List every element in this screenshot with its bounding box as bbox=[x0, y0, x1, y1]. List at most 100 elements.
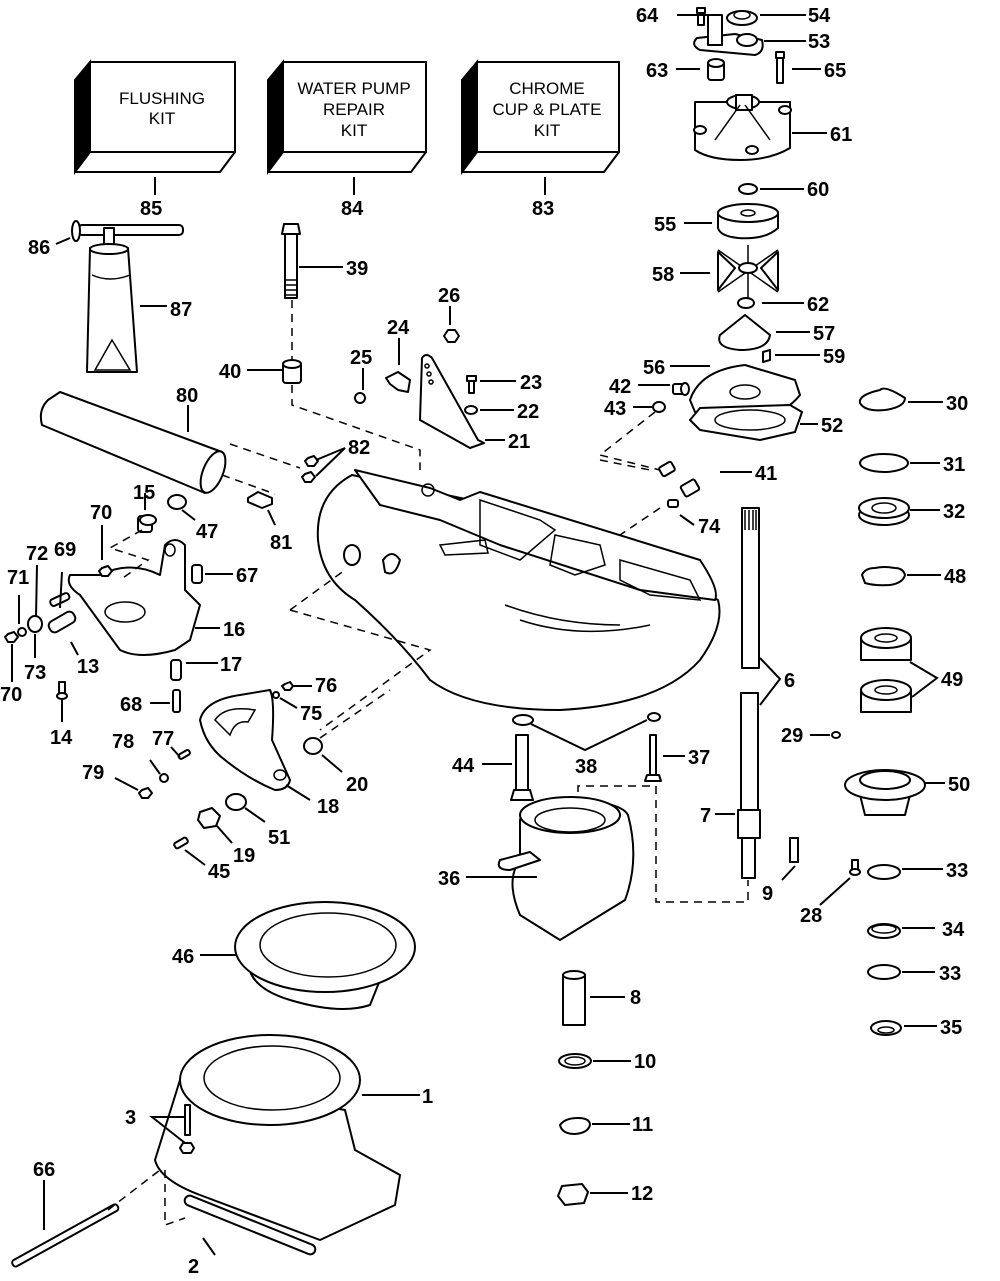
gasket-52-part bbox=[689, 404, 803, 441]
intake-1-part bbox=[154, 1034, 401, 1241]
callout-9: 9 bbox=[762, 883, 773, 905]
bolt-37-part bbox=[644, 734, 662, 782]
nut-19-part bbox=[197, 807, 221, 829]
callout-26: 26 bbox=[438, 285, 460, 307]
callout-57: 57 bbox=[813, 323, 835, 345]
kit-label-line: KIT bbox=[341, 121, 367, 140]
nozzle-46-part bbox=[234, 901, 416, 1010]
retaining-ring-33-part bbox=[867, 864, 901, 880]
nut-26-part bbox=[443, 329, 460, 343]
screw-65-part bbox=[775, 51, 785, 84]
bushing-15-part bbox=[137, 514, 157, 533]
callout-72: 72 bbox=[26, 543, 48, 565]
callout-46: 46 bbox=[172, 946, 194, 968]
o-ring-62-part bbox=[737, 297, 755, 309]
nut-12-part bbox=[557, 1183, 589, 1206]
callout-34: 34 bbox=[942, 919, 965, 941]
callout-48: 48 bbox=[944, 566, 966, 588]
washer-22-part bbox=[464, 405, 478, 415]
washers-38-part bbox=[512, 712, 661, 726]
callout-6: 6 bbox=[784, 670, 795, 692]
callout-86: 86 bbox=[28, 237, 50, 259]
callout-30: 30 bbox=[946, 393, 968, 415]
studs-3-part bbox=[179, 1104, 195, 1154]
kit-box-chrome-cup: CHROME CUP & PLATE KIT bbox=[461, 59, 620, 175]
grommet-54-part bbox=[726, 10, 758, 26]
screw-45-part bbox=[173, 836, 189, 850]
bushing-20-part bbox=[303, 737, 323, 755]
screw-25-part bbox=[354, 392, 366, 404]
callout-38: 38 bbox=[575, 756, 597, 778]
bolt-44-part bbox=[510, 734, 534, 801]
screw-23-part bbox=[466, 375, 477, 394]
kit-box-flushing: FLUSHING KIT bbox=[74, 59, 236, 175]
fitting-42-part bbox=[672, 382, 690, 396]
callout-14: 14 bbox=[50, 727, 73, 749]
nut-79-part bbox=[138, 787, 153, 799]
callout-77: 77 bbox=[152, 728, 174, 750]
callout-78: 78 bbox=[112, 731, 134, 753]
callout-70: 70 bbox=[90, 502, 112, 524]
callout-84: 84 bbox=[341, 198, 364, 220]
retaining-ring-30-part bbox=[858, 387, 906, 412]
callout-74: 74 bbox=[698, 516, 721, 538]
tab-washer-11-part bbox=[559, 1117, 591, 1135]
washer-71-part bbox=[17, 627, 27, 637]
u-bolt-81-part bbox=[247, 491, 273, 509]
callout-3: 3 bbox=[125, 1107, 136, 1129]
callout-58: 58 bbox=[652, 264, 674, 286]
callout-8: 8 bbox=[630, 987, 641, 1009]
lock-washer-48-part bbox=[861, 566, 906, 587]
callout-50: 50 bbox=[948, 774, 970, 796]
callout-75: 75 bbox=[300, 703, 322, 725]
callout-63: 63 bbox=[646, 60, 668, 82]
callout-76: 76 bbox=[315, 675, 337, 697]
callout-61: 61 bbox=[830, 124, 852, 146]
callout-39: 39 bbox=[346, 258, 368, 280]
sleeve-8-part bbox=[562, 970, 586, 1026]
screw-28-part bbox=[849, 859, 861, 876]
callout-73: 73 bbox=[24, 662, 46, 684]
callout-37: 37 bbox=[688, 747, 710, 769]
callout-82: 82 bbox=[348, 437, 370, 459]
washer-10-part bbox=[558, 1053, 592, 1069]
callout-31: 31 bbox=[943, 454, 965, 476]
nut-70b-part bbox=[4, 631, 19, 643]
callout-52: 52 bbox=[821, 415, 843, 437]
gasket-57-part bbox=[718, 314, 771, 351]
pin-13-part bbox=[47, 610, 77, 634]
flushing-attachment-part bbox=[71, 220, 184, 373]
bearing-housing-50-part bbox=[844, 769, 926, 816]
plate-53-part bbox=[693, 14, 764, 56]
liner-34-part bbox=[867, 923, 901, 939]
kit-label-line: CUP & PLATE bbox=[493, 100, 602, 119]
callout-42: 42 bbox=[609, 376, 631, 398]
leader-lines bbox=[11, 14, 945, 1256]
callout-40: 40 bbox=[219, 361, 241, 383]
link-2-part bbox=[183, 1194, 317, 1256]
callout-1: 1 bbox=[422, 1086, 433, 1108]
callout-29: 29 bbox=[781, 725, 803, 747]
retaining-ring-33b-part bbox=[867, 964, 901, 980]
callout-23: 23 bbox=[520, 372, 542, 394]
kit-label-line: KIT bbox=[149, 109, 175, 128]
kit-label-line: REPAIR bbox=[323, 100, 385, 119]
washer-78-part bbox=[159, 773, 169, 783]
washer-29-part bbox=[831, 731, 841, 739]
callout-55: 55 bbox=[654, 214, 676, 236]
callout-19: 19 bbox=[233, 845, 255, 867]
callout-10: 10 bbox=[634, 1051, 656, 1073]
jet-housing-part bbox=[316, 469, 721, 711]
o-ring-31-part bbox=[859, 453, 909, 473]
callout-20: 20 bbox=[346, 774, 368, 796]
washer-51-part bbox=[225, 793, 247, 811]
seal-35-part bbox=[870, 1020, 902, 1036]
steering-arm-16-part bbox=[67, 539, 201, 656]
callout-18: 18 bbox=[317, 796, 339, 818]
callout-25: 25 bbox=[350, 347, 372, 369]
nut-70-part bbox=[98, 565, 113, 577]
sleeve-63-part bbox=[707, 58, 725, 81]
callout-21: 21 bbox=[508, 431, 530, 453]
nut-76-part bbox=[281, 681, 294, 691]
